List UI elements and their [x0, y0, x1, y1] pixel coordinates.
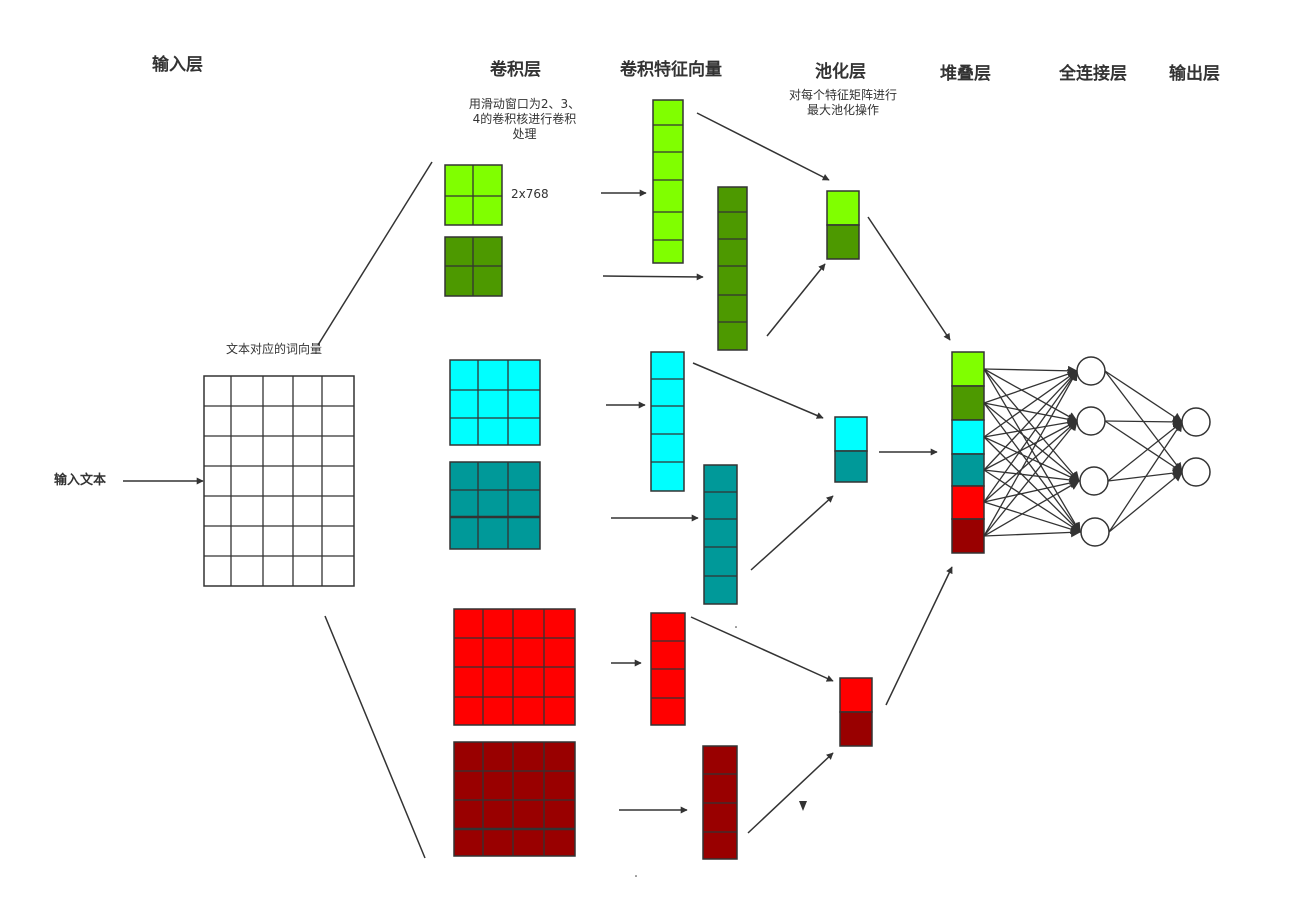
feature-vector-4: [703, 464, 738, 605]
header-fc-layer: 全连接层: [1059, 64, 1127, 84]
stray-dot-2: [635, 875, 637, 877]
pool-arrow-2: [766, 263, 826, 337]
fc-output-connections: [1104, 370, 1183, 533]
pool-arrow-6: [747, 752, 834, 834]
fan-line-top: [317, 161, 433, 346]
kernel-2-a: [444, 164, 503, 226]
fc-neuron-1: [1076, 356, 1106, 386]
conv-arrow-2: [602, 273, 704, 281]
fc-neuron-2: [1076, 406, 1106, 436]
stacked-vector: [951, 351, 985, 554]
pool-arrow-4: [750, 495, 834, 571]
kernel-4-b: [453, 741, 576, 857]
fc-neuron-4: [1080, 517, 1110, 547]
pool-description: 对每个特征矩阵进行 最大池化操作: [782, 88, 904, 118]
feature-vector-5: [650, 612, 686, 726]
header-output-layer: 输出层: [1169, 64, 1220, 84]
header-input-layer: 输入层: [152, 55, 203, 75]
output-neuron-2: [1181, 457, 1211, 487]
conv-description-line1: 用滑动窗口为2、3、: [468, 97, 581, 111]
output-neurons: [1181, 407, 1211, 487]
fc-neurons: [1076, 356, 1110, 547]
kernel-2-b: [444, 236, 503, 297]
pooled-block-1: [826, 190, 860, 260]
stray-dot-1: [735, 626, 737, 628]
fc-neuron-3: [1079, 466, 1109, 496]
kernel-4-a: [453, 608, 576, 726]
pool-arrow-3: [692, 362, 824, 419]
stack-fc-connections: [983, 365, 1081, 538]
feature-vector-1: [652, 99, 684, 264]
conv-description-line2: 4的卷积核进行卷积: [472, 112, 577, 126]
conv-description: 用滑动窗口为2、3、 4的卷积核进行卷积 处理: [462, 97, 587, 142]
kernel-3-b: [449, 461, 541, 550]
fan-line-bottom: [324, 615, 426, 859]
header-conv-layer: 卷积层: [490, 60, 541, 80]
conv-description-line3: 处理: [512, 127, 537, 141]
output-neuron-1: [1181, 407, 1211, 437]
kernel-size-label: 2x768: [511, 187, 549, 201]
kernel-3-a: [449, 359, 541, 446]
feature-vector-6: [702, 745, 738, 860]
word-vectors-label: 文本对应的词向量: [226, 342, 323, 356]
header-pool-layer: 池化层: [815, 62, 866, 82]
stray-arrowhead: [799, 801, 807, 811]
header-conv-features: 卷积特征向量: [620, 60, 722, 80]
feature-vector-3: [650, 351, 685, 492]
pool-description-line2: 最大池化操作: [806, 103, 879, 117]
stack-arrow-1: [867, 216, 951, 341]
pooled-block-2: [834, 416, 868, 483]
pool-arrow-1: [696, 112, 830, 181]
pooled-block-3: [839, 677, 873, 747]
stack-arrow-3: [885, 566, 953, 706]
header-stack-layer: 堆叠层: [940, 64, 991, 84]
pool-description-line1: 对每个特征矩阵进行: [788, 88, 897, 102]
input-text-label: 输入文本: [54, 473, 107, 488]
pool-arrow-5: [690, 616, 834, 682]
feature-vector-2: [717, 186, 748, 351]
input-matrix: [203, 375, 355, 587]
